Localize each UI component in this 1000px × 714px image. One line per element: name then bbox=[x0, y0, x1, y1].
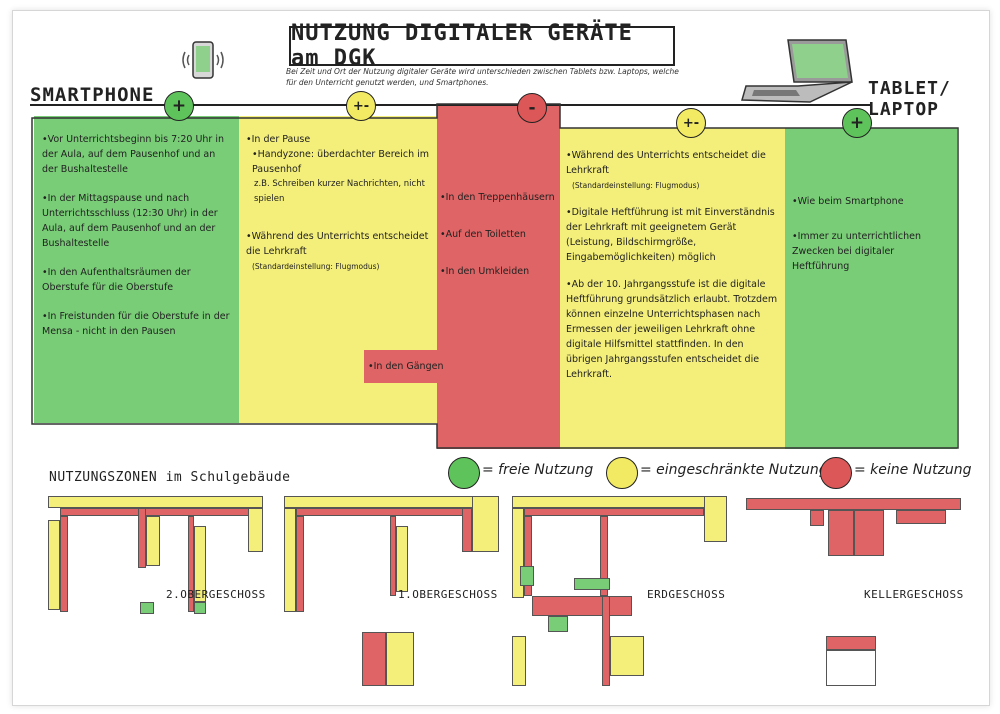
floor-label-2og: 2.OBERGESCHOSS bbox=[166, 588, 266, 601]
legend-free: = freie Nutzung bbox=[482, 462, 594, 478]
marker-plus-smartphone: + bbox=[164, 91, 194, 121]
yellow-right-item: •Ab der 10. Jahrgangsstufe ist die digit… bbox=[566, 279, 778, 380]
legend-yellow-dot bbox=[606, 457, 638, 489]
yellow-left-item: •In der Pause bbox=[246, 134, 311, 145]
phone-icon bbox=[182, 41, 224, 79]
marker-plus-tablet: + bbox=[842, 108, 872, 138]
floorplan-1og bbox=[284, 496, 499, 616]
green-right-item: •Wie beim Smartphone bbox=[792, 196, 904, 207]
subtitle: Bei Zeit und Ort der Nutzung digitaler G… bbox=[286, 67, 679, 87]
zone-yellow-tablet bbox=[560, 128, 785, 449]
label-tablet-laptop: TABLET/ LAPTOP bbox=[868, 78, 951, 120]
yellow-right-note: (Standardeinstellung: Flugmodus) bbox=[572, 181, 700, 190]
floor-label-kg: KELLERGESCHOSS bbox=[864, 588, 964, 601]
label-smartphone: SMARTPHONE bbox=[30, 84, 155, 106]
green-left-text: •Vor Unterrichtsbeginn bis 7:20 Uhr in d… bbox=[42, 132, 234, 353]
green-left-item: •In der Mittagspause und nach Unterricht… bbox=[42, 193, 218, 249]
red-text: •In den Treppenhäusern •Auf den Toilette… bbox=[440, 190, 560, 293]
marker-minus: - bbox=[517, 93, 547, 123]
green-right-text: •Wie beim Smartphone •Immer zu unterrich… bbox=[792, 194, 952, 288]
floor-label-1og: 1.OBERGESCHOSS bbox=[398, 588, 498, 601]
yellow-right-item: •Während des Unterrichts entscheidet die… bbox=[566, 150, 766, 176]
legend-green-dot bbox=[448, 457, 480, 489]
green-left-item: •In Freistunden für die Oberstufe in der… bbox=[42, 311, 230, 337]
legend-none: = keine Nutzung bbox=[854, 462, 972, 478]
red-gaenge-text: •In den Gängen bbox=[368, 361, 444, 372]
marker-plusminus-smartphone: +- bbox=[346, 91, 376, 121]
yellow-right-item: •Digitale Heftführung ist mit Einverstän… bbox=[566, 207, 775, 263]
zone-green-smartphone bbox=[34, 116, 239, 423]
legend-limited: = eingeschränkte Nutzung bbox=[640, 462, 828, 478]
green-right-item: •Immer zu unterrichtlichen Zwecken bei d… bbox=[792, 231, 921, 272]
marker-plusminus-tablet: +- bbox=[676, 108, 706, 138]
zone-red-gaenge bbox=[364, 350, 437, 383]
yellow-left-text: •In der Pause •Handyzone: überdachter Be… bbox=[246, 132, 432, 274]
yellow-left-item: •Während des Unterrichts entscheidet die… bbox=[246, 231, 429, 257]
zone-red bbox=[437, 106, 560, 449]
section-title: NUTZUNGSZONEN im Schulgebäude bbox=[49, 470, 291, 485]
top-divider bbox=[30, 104, 872, 106]
yellow-left-item: z.B. Schreiben kurzer Nachrichten, nicht… bbox=[254, 179, 425, 204]
yellow-right-text: •Während des Unterrichts entscheidet die… bbox=[566, 148, 780, 382]
page-title: NUTZUNG DIGITALER GERÄTE am DGK bbox=[289, 21, 675, 71]
yellow-left-item: •Handyzone: überdachter Bereich im Pause… bbox=[252, 149, 430, 175]
zone-green-tablet bbox=[785, 128, 957, 449]
red-item: •In den Umkleiden bbox=[440, 266, 530, 277]
yellow-left-note: (Standardeinstellung: Flugmodus) bbox=[252, 262, 380, 271]
legend-red-dot bbox=[820, 457, 852, 489]
floorplan-2og bbox=[48, 496, 263, 616]
floor-label-eg: ERDGESCHOSS bbox=[647, 588, 726, 601]
green-left-item: •Vor Unterrichtsbeginn bis 7:20 Uhr in d… bbox=[42, 134, 225, 175]
red-item: •Auf den Toiletten bbox=[440, 229, 526, 240]
floorplan-1og-annex bbox=[362, 632, 414, 686]
floorplan-kg bbox=[746, 498, 961, 558]
floorplan-kg-annex bbox=[826, 636, 876, 686]
floorplan-eg bbox=[512, 496, 727, 691]
red-item: •In den Treppenhäusern bbox=[440, 192, 555, 203]
green-left-item: •In den Aufenthaltsräumen der Oberstufe … bbox=[42, 267, 191, 293]
laptop-icon bbox=[741, 39, 853, 103]
